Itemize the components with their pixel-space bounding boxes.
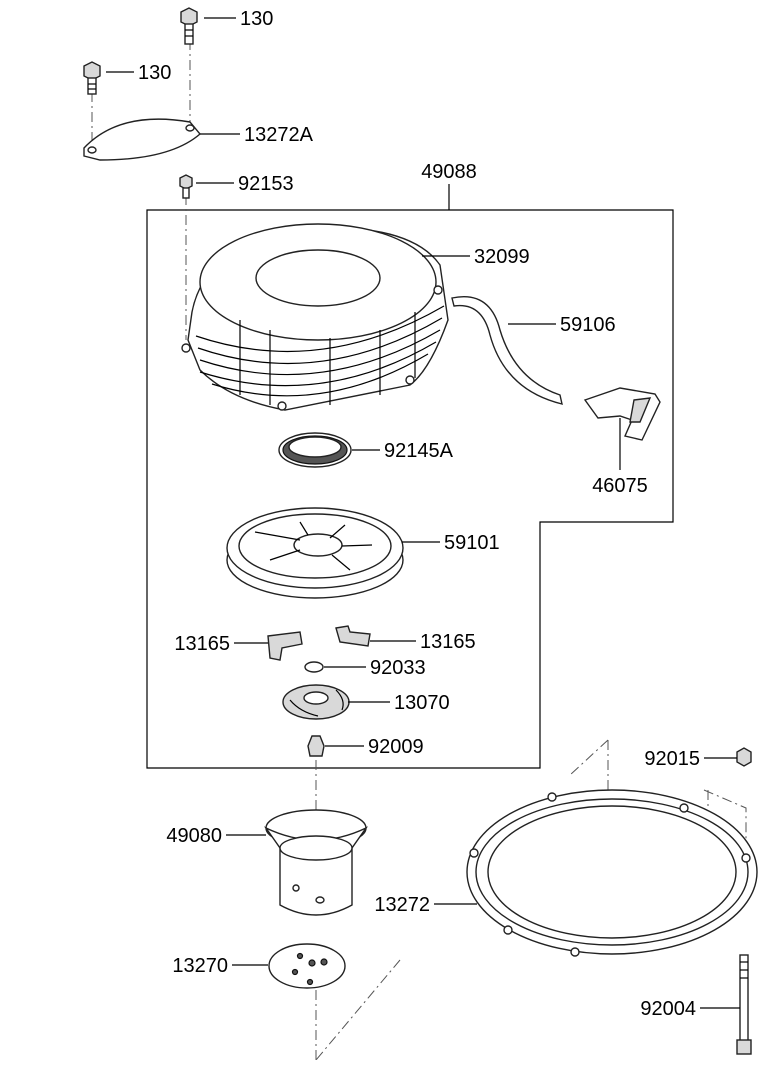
nut-92015 [736,747,752,767]
part-label-13070: 13070 [394,692,450,714]
centerline-diag-lower [315,959,401,1061]
assembly-frame-49088 [146,209,674,769]
part-label-130-a: 130 [240,8,273,30]
bolt-92153 [179,174,193,199]
bolt-130-left [83,61,101,95]
starter-cup-49080 [263,809,369,916]
centerline-ring-diag [569,739,609,776]
plate-13270 [268,943,346,989]
ratchet-13165-right [335,625,371,647]
drive-plate-13070 [282,684,350,720]
recoil-spring-92145a [278,432,352,468]
part-label-13272a: 13272A [244,124,314,146]
reel-59101 [226,507,404,599]
ratchet-13165-left [267,631,303,661]
part-label-13165-b: 13165 [420,631,476,653]
recoil-case-32099 [181,223,449,411]
part-label-49080: 49080 [166,825,222,847]
stud-92004 [736,954,752,1055]
part-label-92015: 92015 [644,748,700,770]
part-label-13270: 13270 [172,955,228,977]
part-label-59106: 59106 [560,314,616,336]
part-label-92033: 92033 [370,657,426,679]
part-label-13165-a: 13165 [174,633,230,655]
part-label-92145a: 92145A [384,440,454,462]
starter-handle-46075 [583,387,661,441]
bolt-92009 [307,735,325,757]
ring-92033 [304,661,324,673]
cover-hole-left [87,146,97,154]
part-label-49088: 49088 [421,161,477,183]
part-label-92004: 92004 [640,998,696,1020]
bolt-130-top [180,7,198,45]
part-label-92009: 92009 [368,736,424,758]
part-label-46075: 46075 [592,475,648,497]
part-label-59101: 59101 [444,532,500,554]
part-label-92153: 92153 [238,173,294,195]
cover-hole-right [185,124,195,132]
part-label-130-b: 130 [138,62,171,84]
starter-rope-59106 [451,296,563,405]
gasket-ring-13272 [466,789,758,957]
part-label-32099: 32099 [474,246,530,268]
cover-plate-13272a [83,118,201,161]
part-label-13272: 13272 [374,894,430,916]
